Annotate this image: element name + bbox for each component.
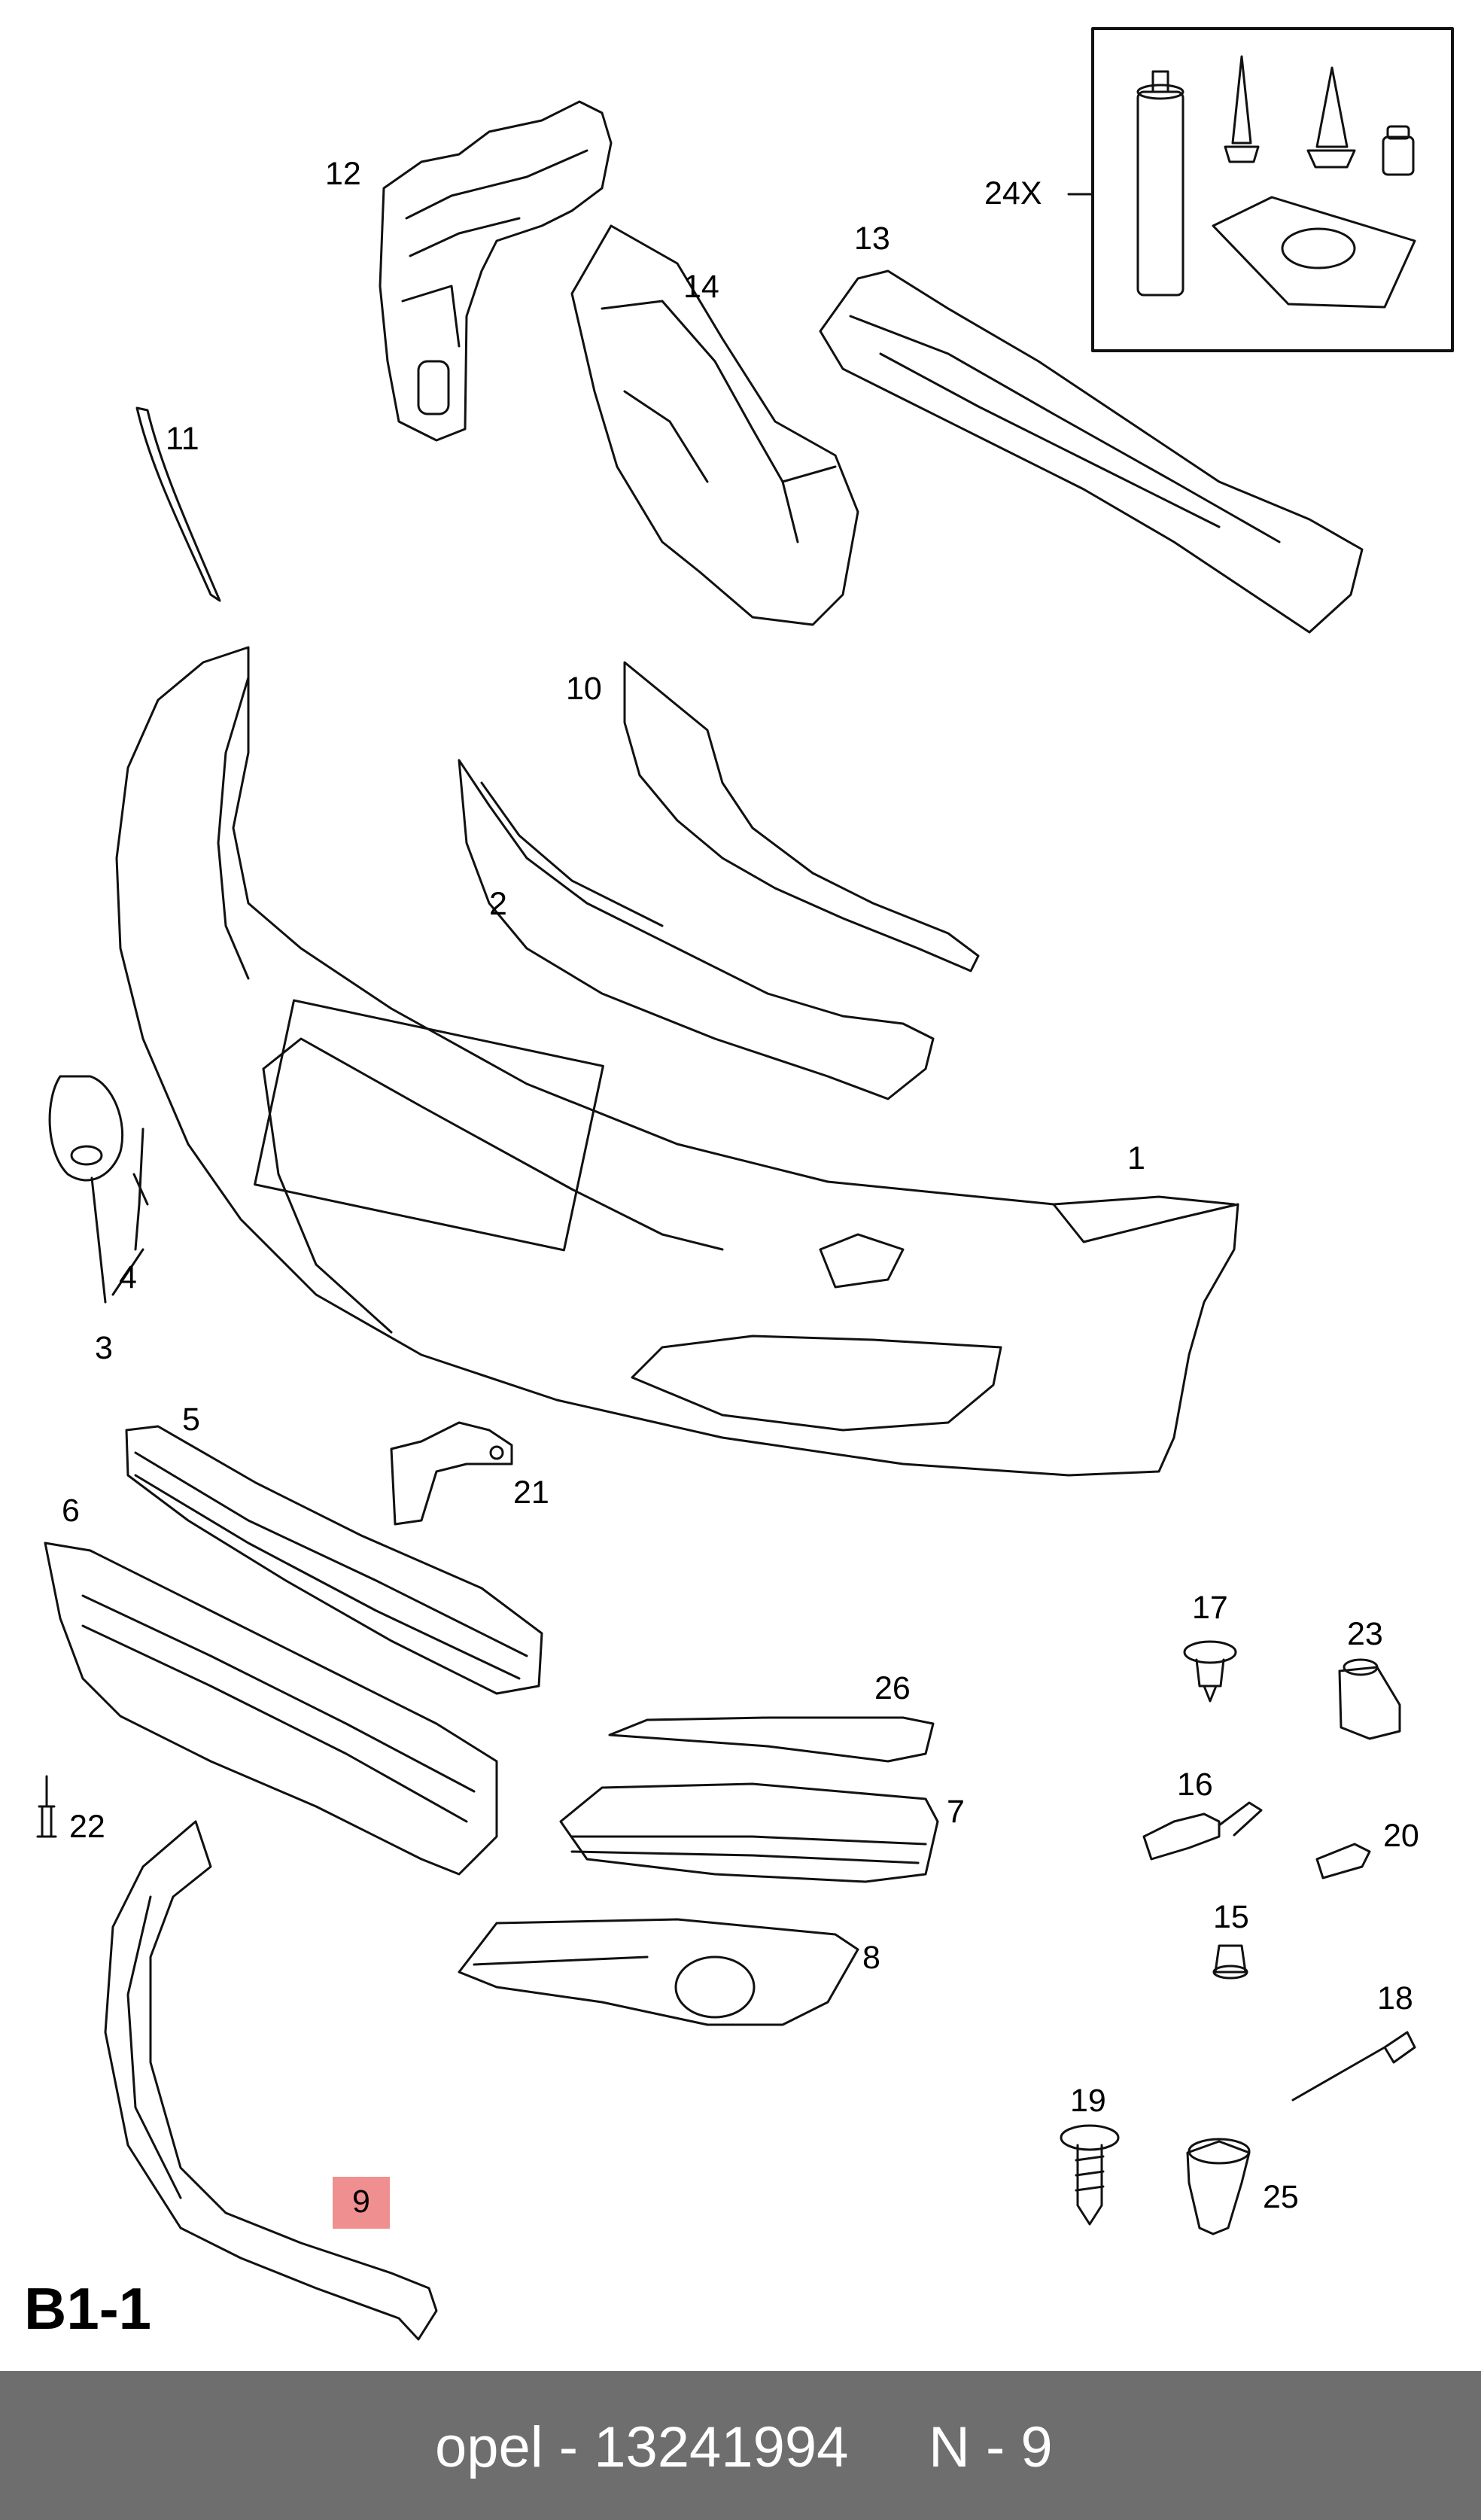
part-7-side-grille: [559, 1782, 939, 1883]
callout-18: 18: [1377, 1980, 1413, 2016]
callout-10: 10: [566, 671, 602, 707]
part-22-clip: [36, 1775, 57, 1838]
kit-box: [1067, 27, 1454, 352]
part-12-bracket: [379, 100, 613, 442]
part-25-clip: [1186, 2138, 1251, 2235]
callout-12: 12: [325, 156, 361, 192]
footer-part-reference: opel - 13241994: [435, 2415, 849, 2479]
callout-17: 17: [1192, 1590, 1228, 1626]
callout-kit-quantity: 24X: [984, 175, 1042, 212]
callout-4: 4: [119, 1259, 137, 1295]
part-3-cap: [48, 1075, 124, 1304]
callout-21: 21: [513, 1475, 549, 1511]
part-21-bracket: [390, 1421, 513, 1526]
callout-8: 8: [862, 1940, 880, 1976]
callout-2: 2: [489, 886, 507, 922]
part-23-nut: [1338, 1658, 1401, 1740]
callout-19: 19: [1070, 2083, 1106, 2119]
part-8-fog-grille: [458, 1918, 859, 2026]
part-19-screw: [1060, 2124, 1120, 2226]
callout-25: 25: [1263, 2179, 1299, 2215]
callout-26: 26: [874, 1670, 911, 1706]
part-11-strip: [135, 406, 221, 602]
callout-23: 23: [1347, 1616, 1383, 1652]
callout-3: 3: [95, 1330, 113, 1366]
part-10-shield: [623, 661, 980, 972]
part-9-spoiler: [104, 1820, 438, 2341]
part-17-clip: [1183, 1640, 1237, 1703]
part-6-grille: [44, 1542, 498, 1876]
callout-7: 7: [947, 1794, 965, 1830]
part-4-pin: [111, 1128, 149, 1296]
callout-5: 5: [182, 1402, 200, 1438]
part-1-bumper: [115, 646, 1239, 1477]
callout-14: 14: [683, 269, 719, 305]
callout-6: 6: [62, 1493, 80, 1529]
callout-1: 1: [1127, 1140, 1145, 1176]
part-2-grille-frame: [458, 759, 935, 1100]
part-13-crossmember: [819, 269, 1364, 634]
part-15-bolt: [1212, 1944, 1248, 1980]
callout-11: 11: [166, 421, 199, 457]
callout-15: 15: [1213, 1899, 1249, 1935]
part-26-strip: [608, 1716, 935, 1763]
diagram-code: B1-1: [24, 2275, 152, 2342]
footer-bar: opel - 13241994 N - 9: [0, 2371, 1481, 2520]
part-18-rivet: [1291, 2031, 1416, 2102]
callout-22: 22: [69, 1809, 105, 1845]
callout-13: 13: [854, 221, 890, 257]
callout-16: 16: [1177, 1767, 1213, 1803]
footer-position-reference: N - 9: [929, 2415, 1053, 2479]
callout-20: 20: [1383, 1818, 1419, 1854]
part-5-grille: [125, 1425, 543, 1695]
part-16-bolt: [1142, 1801, 1263, 1861]
callout-9-highlighted[interactable]: 9: [333, 2177, 390, 2229]
part-14-bracket: [570, 224, 859, 626]
part-20-bolt: [1315, 1843, 1371, 1879]
parts-diagram: [36, 27, 1454, 2341]
